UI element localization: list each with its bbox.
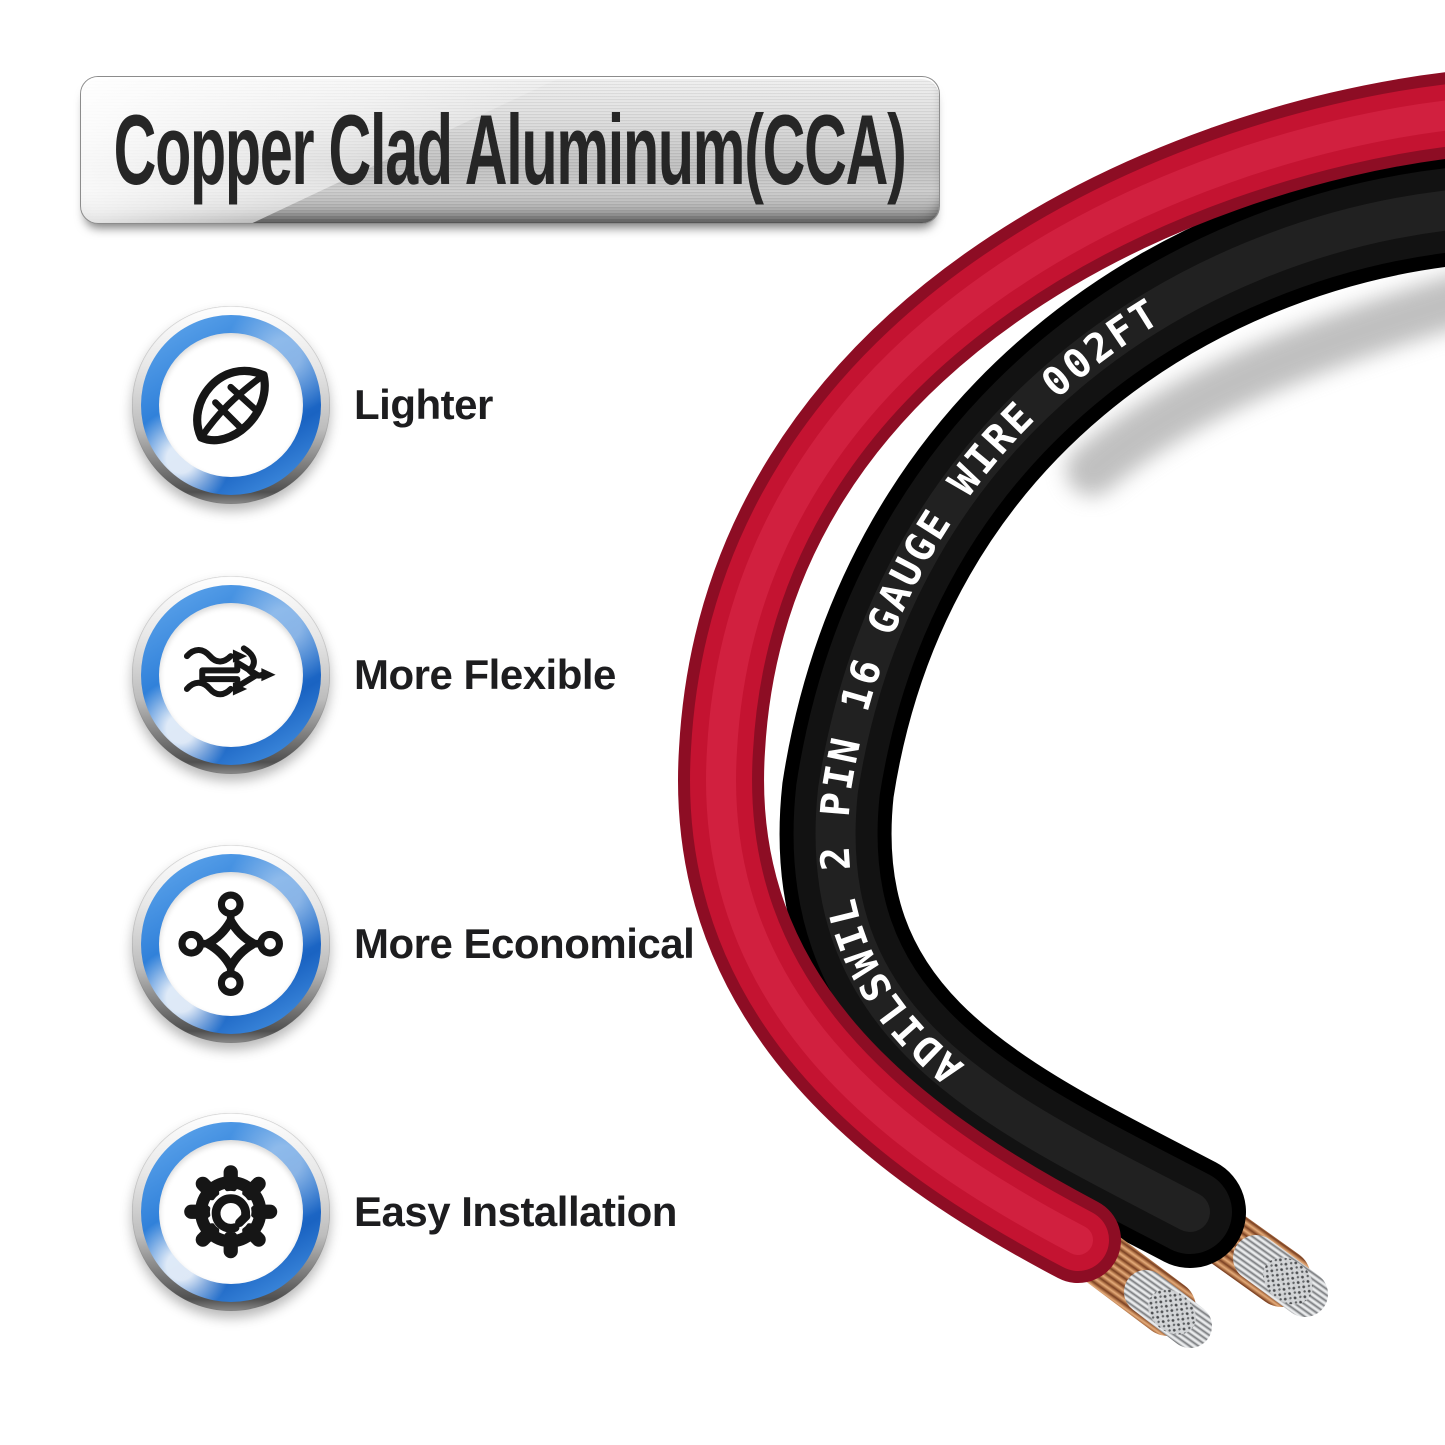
feature-lighter: Lighter [132,306,493,504]
leaf-icon [193,367,270,445]
icon-core [159,603,303,747]
feature-more-flexible: More Flexible [132,576,616,774]
black-wire [779,154,1445,1268]
feature-label: More Flexible [354,651,616,698]
page-title: Copper Clad Aluminum(CCA) [113,93,907,206]
feature-more-economical: More Economical [132,845,695,1043]
feature-label: Lighter [354,381,493,428]
node-network-icon [178,891,284,997]
feature-label: Easy Installation [354,1188,677,1235]
red-wire [678,72,1445,1283]
icon-core [159,1140,303,1284]
wire-shadow [1066,276,1445,496]
icon-core [159,333,303,477]
feature-icon-button [132,845,330,1043]
title-banner: Copper Clad Aluminum(CCA) [80,76,940,224]
feature-icon-button [132,306,330,504]
feature-icon-button [132,576,330,774]
feature-icon-button [132,1113,330,1311]
feature-label: More Economical [354,920,695,967]
flex-arrows-icon [184,645,276,698]
gear-rotate-icon [184,1165,278,1259]
feature-easy-installation: Easy Installation [132,1113,677,1311]
icon-core [159,872,303,1016]
